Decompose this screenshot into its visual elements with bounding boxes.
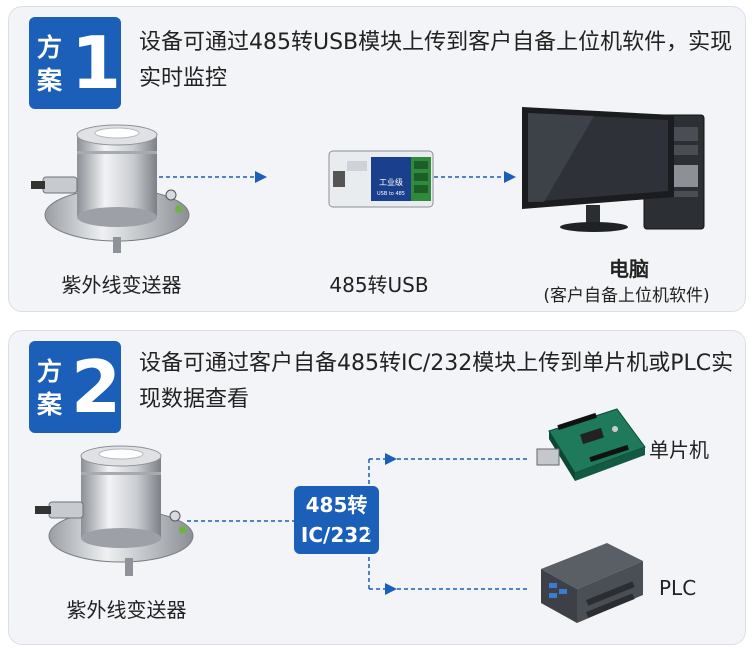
- module-sub-text: USB to 485: [377, 191, 405, 197]
- arrow-module-to-computer: [434, 167, 519, 187]
- usb-to-485-module-icon: 工业级 USB to 485: [327, 147, 437, 212]
- scheme-1-panel: 方 案 1 设备可通过485转USB模块上传到客户自备上位机软件，实现实时监控 …: [8, 6, 746, 312]
- computer-label: 电脑: [579, 253, 679, 282]
- uv-transmitter-icon: [29, 117, 204, 257]
- arrow-sensor-to-module: [159, 167, 269, 187]
- scheme-1-description: 设备可通过485转USB模块上传到客户自备上位机软件，实现实时监控: [139, 25, 734, 97]
- computer-icon: [514, 105, 729, 240]
- scheme-1-module-label: 485转USB: [314, 269, 444, 298]
- uv-transmitter-icon: [29, 436, 204, 581]
- mcu-label: 单片机: [649, 434, 729, 463]
- scheme-2-badge: 方 案 2: [29, 341, 121, 433]
- badge-word-fang: 方: [37, 357, 62, 387]
- scheme-2-sensor-label: 紫外线变送器: [59, 594, 194, 623]
- badge-number: 2: [71, 345, 121, 429]
- badge-word-an: 案: [37, 390, 62, 420]
- line-sensor-to-converter: [187, 511, 297, 531]
- plc-label: PLC: [659, 576, 729, 600]
- badge-word-fang: 方: [37, 33, 62, 63]
- plc-icon: [529, 531, 649, 631]
- mcu-board-icon: [529, 401, 649, 496]
- scheme-1-badge: 方 案 1: [29, 17, 121, 109]
- module-face-text: 工业级: [379, 177, 403, 187]
- scheme-2-panel: 方 案 2 设备可通过客户自备485转IC/232模块上传到单片机或PLC实现数…: [8, 330, 746, 645]
- scheme-1-sensor-label: 紫外线变送器: [54, 269, 189, 298]
- badge-number: 1: [71, 21, 121, 105]
- badge-word-an: 案: [37, 66, 62, 96]
- computer-sublabel: (客户自备上位机软件): [524, 281, 729, 306]
